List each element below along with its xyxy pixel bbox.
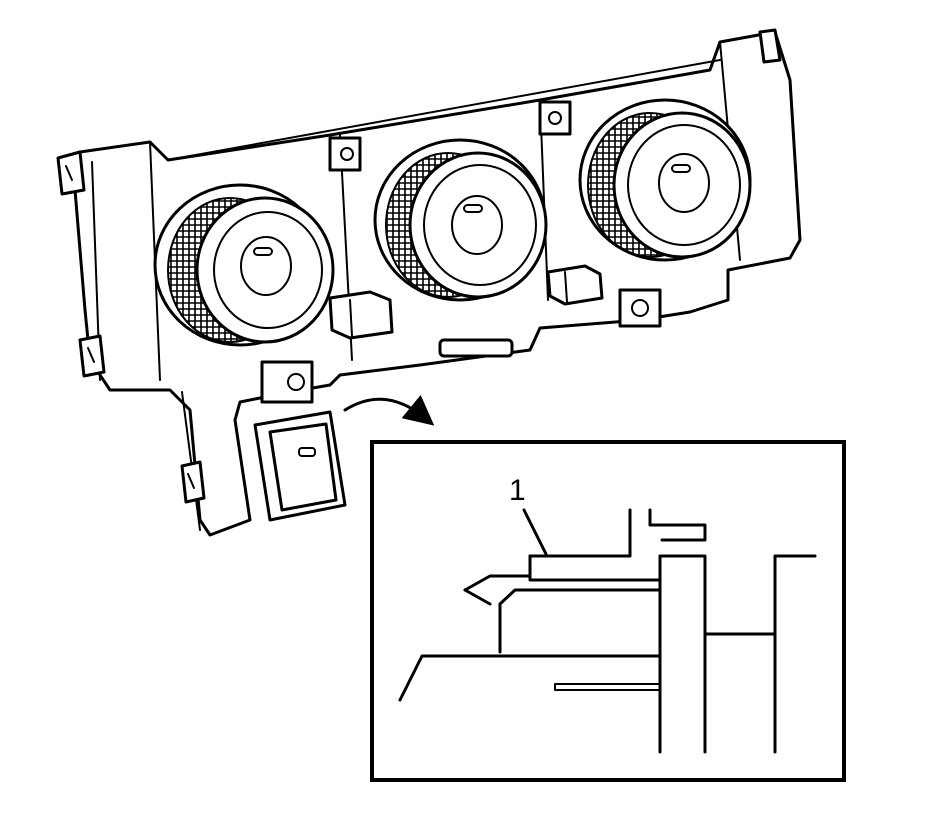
mounting-tabs xyxy=(56,28,782,504)
retaining-clips xyxy=(328,264,604,358)
callout-number-1: 1 xyxy=(509,474,526,507)
detail-inset: 1 xyxy=(370,440,846,782)
right-knob[interactable] xyxy=(578,98,752,262)
screw-bosses xyxy=(260,100,662,404)
rear-defrost-switch[interactable] xyxy=(253,410,347,522)
detail-arrow xyxy=(343,394,435,426)
center-knob[interactable] xyxy=(373,138,548,302)
left-knob[interactable] xyxy=(153,183,335,347)
